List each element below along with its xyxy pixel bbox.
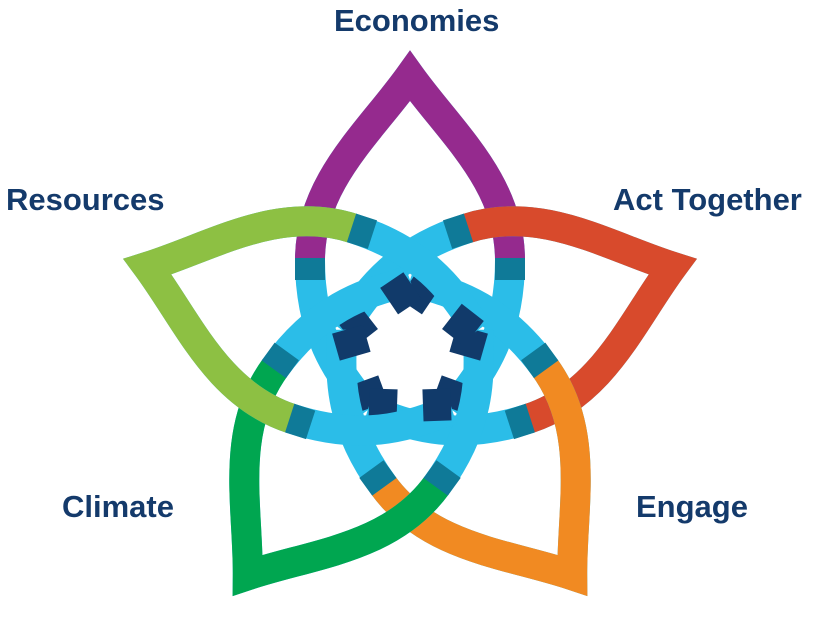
label-engage: Engage: [636, 489, 748, 524]
petal-overlap-block: [521, 342, 559, 379]
label-resources: Resources: [6, 182, 165, 217]
petal-center-tab: [332, 324, 371, 361]
petals: [122, 50, 698, 597]
label-climate: Climate: [62, 489, 174, 524]
petal-climate: [229, 266, 494, 597]
petal-overlap-block: [504, 403, 535, 440]
petal-overlap-block: [359, 460, 397, 496]
petal-resources: [122, 206, 491, 446]
petal-color-arc: [229, 358, 449, 597]
petal-color-arc: [295, 50, 525, 261]
petal-overlap-block: [285, 403, 316, 440]
petal-center-tab: [442, 303, 484, 347]
petal-color-arc: [461, 206, 698, 433]
label-act-together: Act Together: [613, 182, 802, 217]
petal-center-tab: [380, 272, 422, 315]
petal-overlap-block: [295, 258, 325, 280]
petal-overlap-block: [495, 258, 525, 280]
petal-center-tab: [422, 388, 452, 422]
petal-overlap-block: [423, 460, 461, 496]
petal-overlap-block: [442, 213, 474, 249]
petal-overlap-block: [261, 342, 299, 379]
petal-overlap-block: [346, 213, 378, 249]
petal-color-arc: [122, 206, 359, 433]
label-economies: Economies: [334, 3, 500, 38]
petal-color-arc: [371, 358, 591, 597]
